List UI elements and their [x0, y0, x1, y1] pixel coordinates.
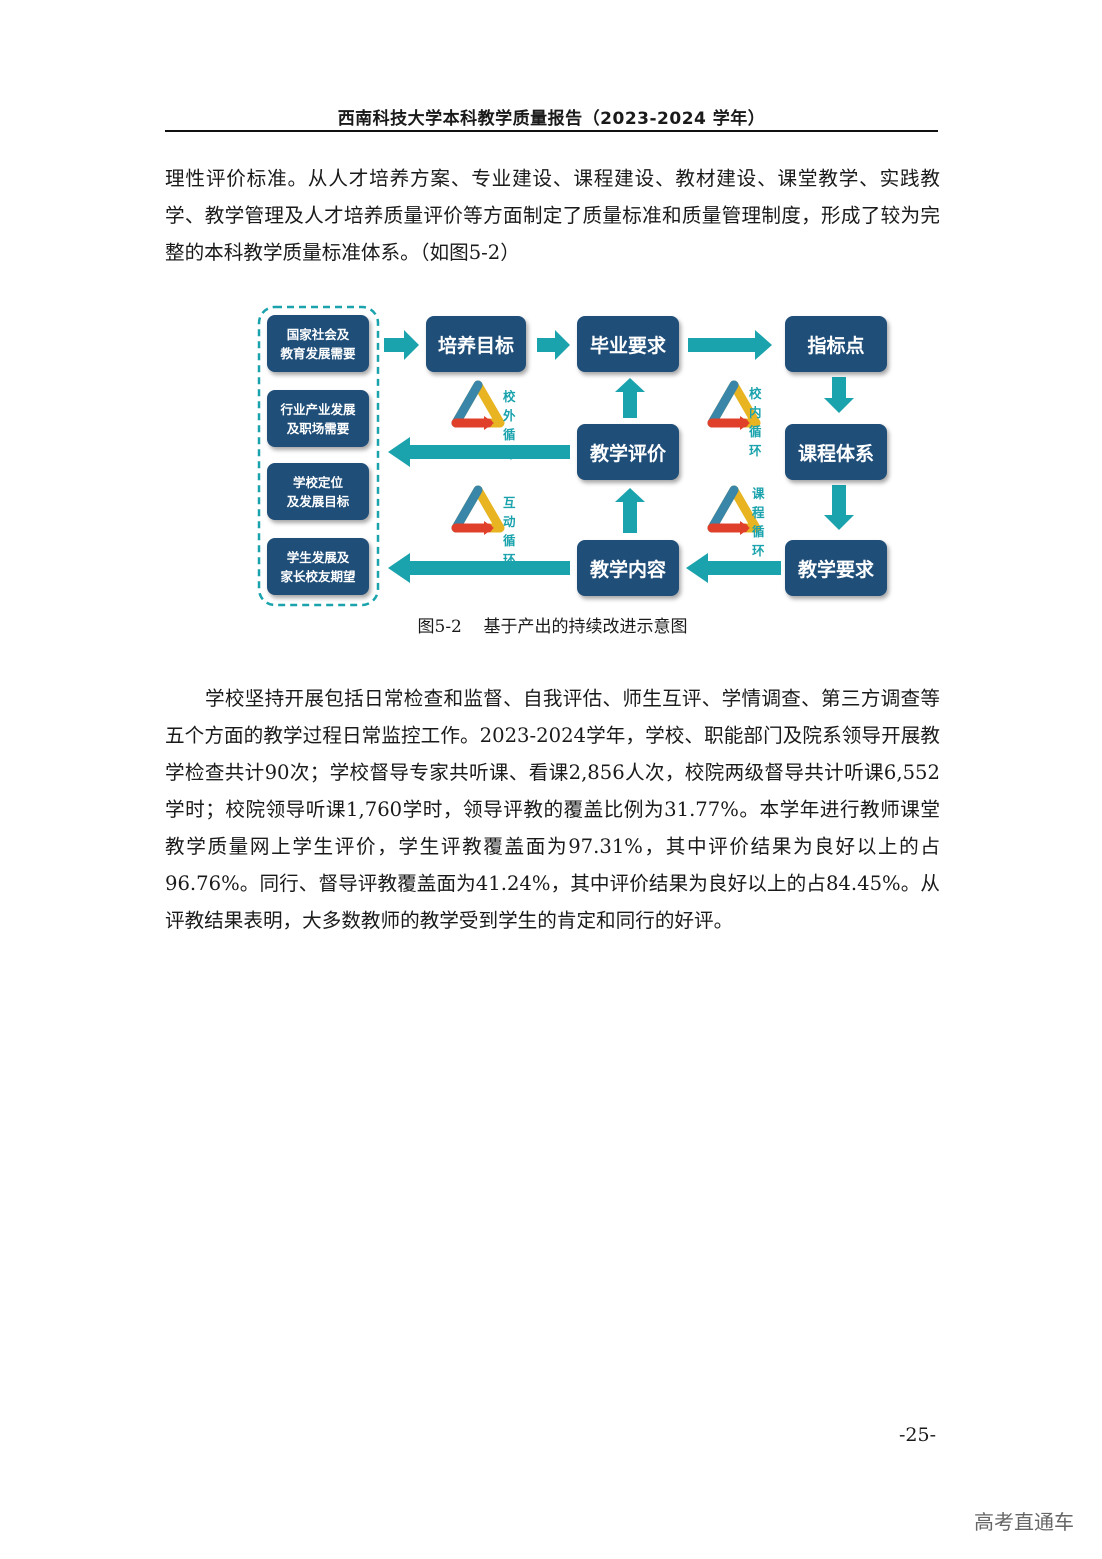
arrow-right-2: [537, 330, 570, 360]
arrow-up-2: [615, 488, 645, 533]
node-course-system: 课程体系: [785, 424, 887, 480]
input-box-school: 学校定位 及发展目标: [267, 463, 369, 520]
arrow-up-1: [615, 378, 645, 418]
arrow-down-1: [824, 377, 854, 413]
loop-label-inner: 校内循环: [749, 386, 762, 458]
recycle-icon: [712, 490, 756, 535]
node-teaching-eval: 教学评价: [577, 424, 679, 480]
loop-label-course: 课程循环: [752, 486, 765, 558]
recycle-icon: [456, 385, 500, 430]
diagram-graphics: [257, 305, 854, 607]
arrow-left-1: [388, 437, 570, 467]
figure-caption: 图5-2 基于产出的持续改进示意图: [417, 617, 688, 637]
paragraph-1: 理性评价标准。从人才培养方案、专业建设、课程建设、教材建设、课堂教学、实践教学、…: [165, 167, 940, 264]
paragraph-2: 学校坚持开展包括日常检查和监督、自我评估、师生互评、学情调查、第三方调查等五个方…: [165, 687, 940, 932]
input-box-student: 学生发展及 家长校友期望: [267, 538, 369, 595]
node-training-goal: 培养目标: [426, 316, 526, 372]
input-box-industry: 行业产业发展 及职场需要: [267, 390, 369, 447]
node-teaching-req: 教学要求: [785, 540, 887, 596]
node-graduation-req: 毕业要求: [577, 316, 679, 372]
recycle-icon: [456, 490, 500, 535]
arrow-right-3: [688, 330, 772, 360]
watermark: 高考直通车: [974, 1510, 1074, 1534]
node-teaching-content: 教学内容: [577, 540, 679, 596]
arrow-left-2: [388, 553, 570, 583]
arrow-down-2: [824, 485, 854, 530]
header-rule: [165, 130, 938, 132]
arrow-left-3: [686, 553, 781, 583]
input-group-frame: [257, 305, 380, 607]
loop-label-outer: 校外循环: [503, 389, 516, 461]
input-box-national: 国家社会及 教育发展需要: [267, 315, 369, 372]
node-indicator: 指标点: [785, 316, 887, 372]
page-number: -25-: [898, 1424, 936, 1446]
loop-label-interactive: 互动循环: [503, 495, 516, 567]
page-header: 西南科技大学本科教学质量报告（2023-2024 学年）: [337, 109, 766, 129]
arrow-right-1: [384, 330, 419, 360]
